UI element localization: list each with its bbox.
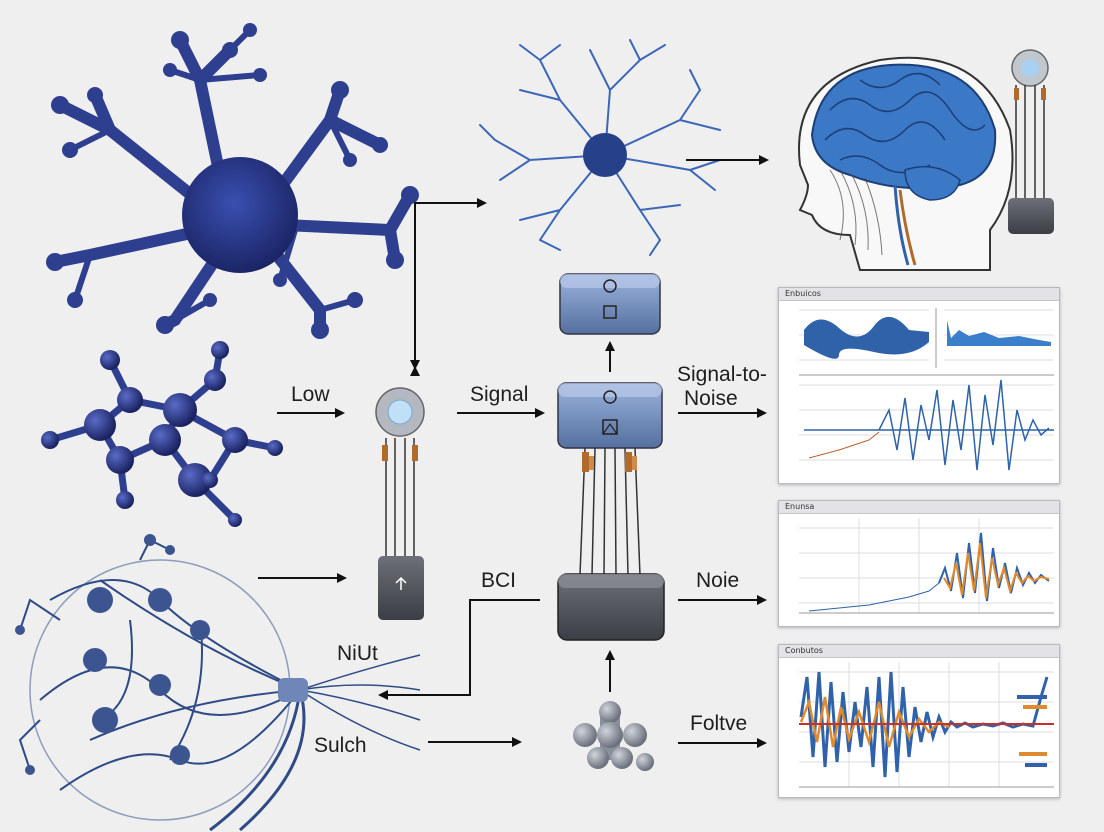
label-niiut: NiUt <box>337 642 378 665</box>
signal-processor-middle-icon <box>557 382 663 576</box>
signal-panel-top-title: Enbuicos <box>779 288 1059 301</box>
signal-panel-bottom: Conbutos <box>778 644 1060 798</box>
signal-panel-middle-title: Enunsa <box>779 501 1059 514</box>
flow-arrows <box>258 155 769 748</box>
label-low: Low <box>291 383 330 406</box>
arrow-bci-loop <box>378 599 540 700</box>
dendritic-soma <box>583 133 627 177</box>
grey-molecule-icon <box>573 701 654 771</box>
signal-panel-middle-chart <box>799 518 1054 614</box>
signal-panel-bottom-chart <box>799 662 1054 788</box>
label-snr-line2: Noise <box>684 387 738 410</box>
neuron-dendritic-icon <box>479 39 721 256</box>
label-signal: Signal <box>470 383 529 406</box>
signal-processor-top-icon <box>559 273 661 335</box>
label-foltve: Foltve <box>690 712 748 735</box>
network-nodes <box>15 534 210 775</box>
bundle-clamp <box>278 678 308 702</box>
label-bci: BCI <box>481 569 517 592</box>
label-noie: Noie <box>696 569 740 592</box>
bci-base-unit-icon <box>557 573 665 641</box>
neuron-large-terminals <box>46 23 419 339</box>
signal-panel-middle: Enunsa <box>778 500 1060 627</box>
implant-device-right-icon <box>1008 49 1054 234</box>
implant-device-center-icon <box>375 387 425 620</box>
label-snr-line1: Signal-to- <box>677 363 767 386</box>
head-brain-icon <box>798 56 1014 271</box>
label-sulch: Sulch <box>314 734 367 757</box>
signal-panel-top: Enbuicos <box>778 287 1060 484</box>
neuron-soma <box>182 157 298 273</box>
signal-panel-bottom-title: Conbutos <box>779 645 1059 658</box>
signal-panel-top-chart <box>799 308 1054 471</box>
molecule-cluster-icon <box>41 341 283 527</box>
neural-network-bundle-icon <box>18 538 421 832</box>
arrow-up-to-implant <box>410 198 487 376</box>
